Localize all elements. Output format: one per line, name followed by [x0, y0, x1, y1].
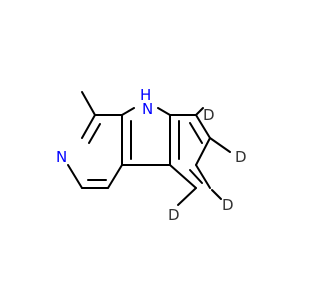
bond-c6-c5-inner [189, 169, 203, 184]
deuterium-label-c7: D [235, 148, 247, 166]
bonds [67, 91, 231, 206]
bond-c7-d [209, 137, 231, 153]
bond-c9a-n9 [121, 107, 135, 116]
bond-c6-d [211, 189, 222, 200]
bond-c6-c5 [195, 164, 211, 189]
structure-diagram: H N N D D D D [56, 86, 247, 224]
bond-c8-c7-inner [189, 122, 203, 144]
deuterium-label-c8: D [203, 106, 215, 124]
nh-nitrogen-label: N [142, 100, 153, 118]
nh-hydrogen-label: H [140, 86, 151, 104]
bond-n2-c3 [67, 164, 83, 189]
bond-c4-c4a [107, 164, 123, 189]
bond-methyl [81, 91, 96, 116]
bond-c5-c4b [169, 164, 197, 189]
molecule-canvas: H N N D D D D [56, 86, 247, 224]
bond-c1-n2-inner [88, 123, 101, 144]
bond-c1-n2 [81, 114, 96, 139]
atom-labels: H N N D D D D [56, 86, 247, 224]
deuterium-label-c6: D [222, 196, 234, 214]
bond-c8-c7 [195, 114, 211, 139]
pyridine-nitrogen-label: N [56, 148, 67, 166]
bond-c7-c6 [195, 137, 211, 166]
bond-c8-d [195, 107, 204, 116]
bond-c5-d [177, 187, 197, 206]
bond-n9-c8a [157, 107, 171, 116]
deuterium-label-c5: D [168, 206, 180, 224]
